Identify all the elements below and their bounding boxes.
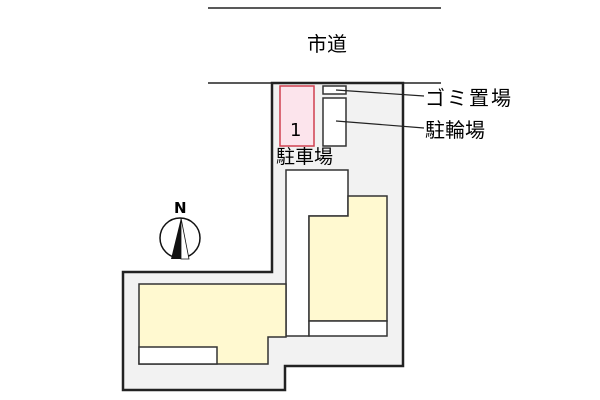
parking-space-number: 1 bbox=[290, 120, 302, 141]
leader-garbage bbox=[335, 89, 425, 97]
road-label: 市道 bbox=[307, 32, 347, 56]
building-left-balcony bbox=[138, 346, 218, 365]
garbage-area bbox=[322, 85, 347, 95]
leader-bicycle bbox=[335, 120, 425, 129]
parking-space-1 bbox=[279, 85, 315, 147]
garbage-area-label: ゴミ置場 bbox=[425, 86, 513, 110]
parking-label: 駐車場 bbox=[276, 146, 334, 168]
building-right-balcony bbox=[308, 320, 388, 337]
north-arrow-icon bbox=[159, 217, 201, 260]
bicycle-parking-label: 駐輪場 bbox=[425, 118, 485, 142]
compass-north-label: N bbox=[174, 199, 187, 217]
